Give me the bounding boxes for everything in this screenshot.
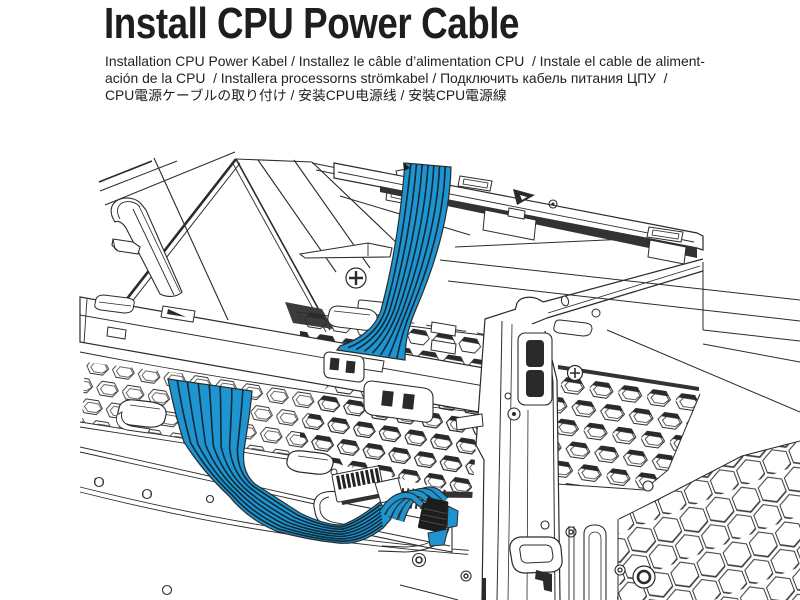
svg-text:CPU: CPU [436, 87, 465, 103]
svg-text:CPU: CPU [105, 87, 134, 103]
svg-text:CPU: CPU [326, 87, 355, 103]
svg-text:/: / [287, 87, 299, 103]
svg-text:/: / [397, 87, 409, 103]
